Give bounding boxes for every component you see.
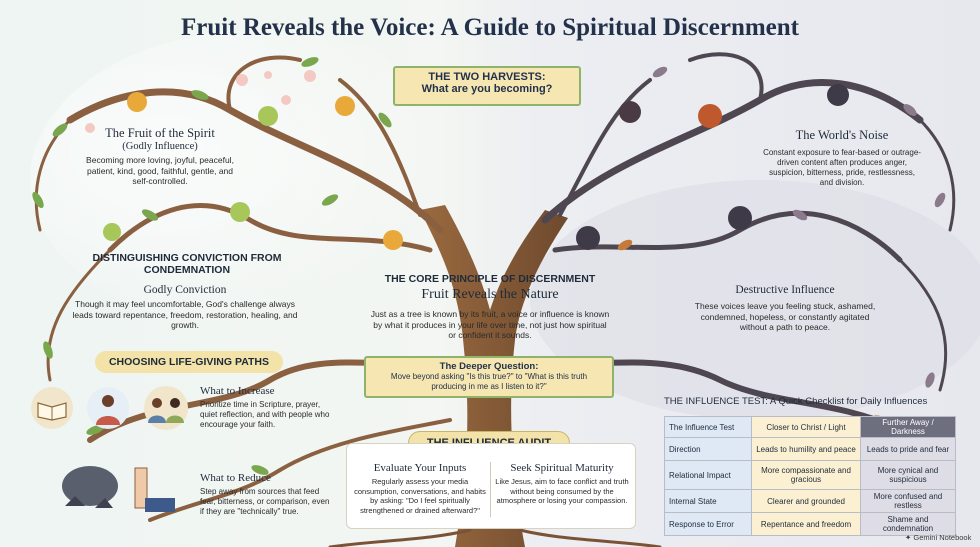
what-to-reduce-body: Step away from sources that feed fear, b…: [200, 487, 330, 516]
spirit-fruit-body: Becoming more loving, joyful, peaceful, …: [86, 155, 234, 186]
worlds-noise-heading: The World's Noise: [795, 128, 889, 142]
core-principle-section: THE CORE PRINCIPLE OF DISCERNMENT Fruit …: [370, 273, 610, 341]
paths-heading: CHOOSING LIFE-GIVING PATHS: [95, 351, 283, 373]
audit-divider: [490, 462, 491, 517]
destructive-influence-body: These voices leave you feeling stuck, as…: [694, 301, 876, 332]
influence-test-header-criteria: The Influence Test: [664, 416, 752, 438]
table-cell: Relational Impact: [664, 460, 752, 490]
evaluate-inputs-heading: Evaluate Your Inputs: [373, 462, 467, 474]
table-cell: More confused and restless: [860, 489, 956, 513]
worlds-noise-section: The World's Noise Constant exposure to f…: [762, 128, 922, 188]
watermark-text: Gemini Notebook: [913, 533, 972, 542]
harvest-banner-line2: What are you becoming?: [421, 83, 553, 95]
deeper-question-heading: The Deeper Question:: [439, 361, 539, 372]
what-to-increase-body: Prioritize time in Scripture, prayer, qu…: [200, 400, 330, 429]
worlds-noise-body: Constant exposure to fear-based or outra…: [763, 148, 921, 187]
table-cell: Repentance and freedom: [751, 512, 861, 536]
thorn-fruit-icon: [576, 84, 849, 250]
conviction-section-heading: DISTINGUISHING CONVICTION FROM CONDEMNAT…: [92, 252, 282, 276]
leaf-icon: [32, 57, 392, 475]
table-cell: Response to Error: [664, 512, 752, 536]
open-bible-icon: [31, 387, 73, 429]
spiritual-maturity-section: Seek Spiritual Maturity Like Jesus, aim …: [494, 462, 630, 506]
influence-test-header-closer: Closer to Christ / Light: [751, 416, 861, 438]
spirit-fruit-subheading: (Godly Influence): [122, 141, 198, 152]
what-to-increase-heading: What to Increase: [200, 385, 275, 397]
table-cell: Direction: [664, 437, 752, 461]
reduce-icons: [62, 466, 175, 512]
table-cell: More cynical and suspicious: [860, 460, 956, 490]
influence-test-header-row: The Influence Test Closer to Christ / Li…: [664, 416, 956, 438]
influence-test-header-further: Further Away / Darkness: [860, 416, 956, 438]
table-cell: Clearer and grounded: [751, 489, 861, 513]
table-cell: Leads to humility and peace: [751, 437, 861, 461]
table-row: Direction Leads to humility and peace Le…: [664, 437, 956, 461]
destructive-influence-section: Destructive Influence These voices leave…: [690, 284, 880, 333]
page-title: Fruit Reveals the Voice: A Guide to Spir…: [180, 14, 800, 41]
table-cell: Internal State: [664, 489, 752, 513]
blossom-icon: [85, 70, 316, 133]
table-cell: Leads to pride and fear: [860, 437, 956, 461]
spiritual-maturity-heading: Seek Spiritual Maturity: [510, 462, 614, 474]
core-principle-body: Just as a tree is known by its fruit, a …: [370, 309, 610, 340]
what-to-reduce-heading: What to Reduce: [200, 472, 271, 484]
core-principle-heading: Fruit Reveals the Nature: [421, 287, 559, 302]
deeper-question-body: Move beyond asking "Is this true?" to "W…: [390, 372, 588, 391]
spirit-fruit-section: The Fruit of the Spirit (Godly Influence…: [80, 126, 240, 187]
influence-test-table: The Influence Test Closer to Christ / Li…: [664, 416, 956, 536]
deeper-question-banner: The Deeper Question: Move beyond asking …: [364, 356, 614, 398]
tree-roots: [328, 528, 662, 547]
sparkle-icon: ✦: [905, 533, 912, 542]
table-row: Internal State Clearer and grounded More…: [664, 489, 956, 513]
apple-icon: [103, 92, 403, 250]
table-row: Response to Error Repentance and freedom…: [664, 512, 956, 536]
group-people-icon: [144, 386, 188, 430]
rubble-icon: [62, 466, 118, 508]
destructive-influence-heading: Destructive Influence: [735, 284, 835, 296]
spiritual-maturity-body: Like Jesus, aim to face conflict and tru…: [495, 477, 629, 505]
praying-person-icon: [87, 387, 129, 429]
influence-test-heading: THE INFLUENCE TEST: A Quick Checklist fo…: [664, 396, 928, 407]
godly-conviction-heading: Godly Conviction: [143, 284, 227, 296]
watermark: ✦ Gemini Notebook: [905, 533, 971, 542]
stop-hand-icon: [134, 467, 175, 512]
what-to-reduce-section: What to Reduce Step away from sources th…: [200, 472, 335, 517]
harvest-banner-line1: THE TWO HARVESTS:: [428, 71, 546, 83]
harvest-banner: THE TWO HARVESTS: What are you becoming?: [393, 66, 581, 106]
what-to-increase-section: What to Increase Prioritize time in Scri…: [200, 385, 335, 430]
core-principle-label: THE CORE PRINCIPLE OF DISCERNMENT: [384, 273, 596, 285]
table-row: Relational Impact More compassionate and…: [664, 460, 956, 490]
godly-conviction-section: Godly Conviction Though it may feel unco…: [70, 284, 300, 331]
spirit-fruit-heading: The Fruit of the Spirit: [105, 126, 215, 140]
table-cell: More compassionate and gracious: [751, 460, 861, 490]
table-cell: Shame and condemnation: [860, 512, 956, 536]
godly-conviction-body: Though it may feel uncomfortable, God's …: [72, 299, 298, 330]
influence-audit-box: [346, 443, 636, 529]
evaluate-inputs-section: Evaluate Your Inputs Regularly assess yo…: [352, 462, 488, 515]
increase-icons: [31, 386, 188, 430]
evaluate-inputs-body: Regularly assess your media consumption,…: [354, 477, 486, 515]
withered-branches: [527, 52, 956, 433]
